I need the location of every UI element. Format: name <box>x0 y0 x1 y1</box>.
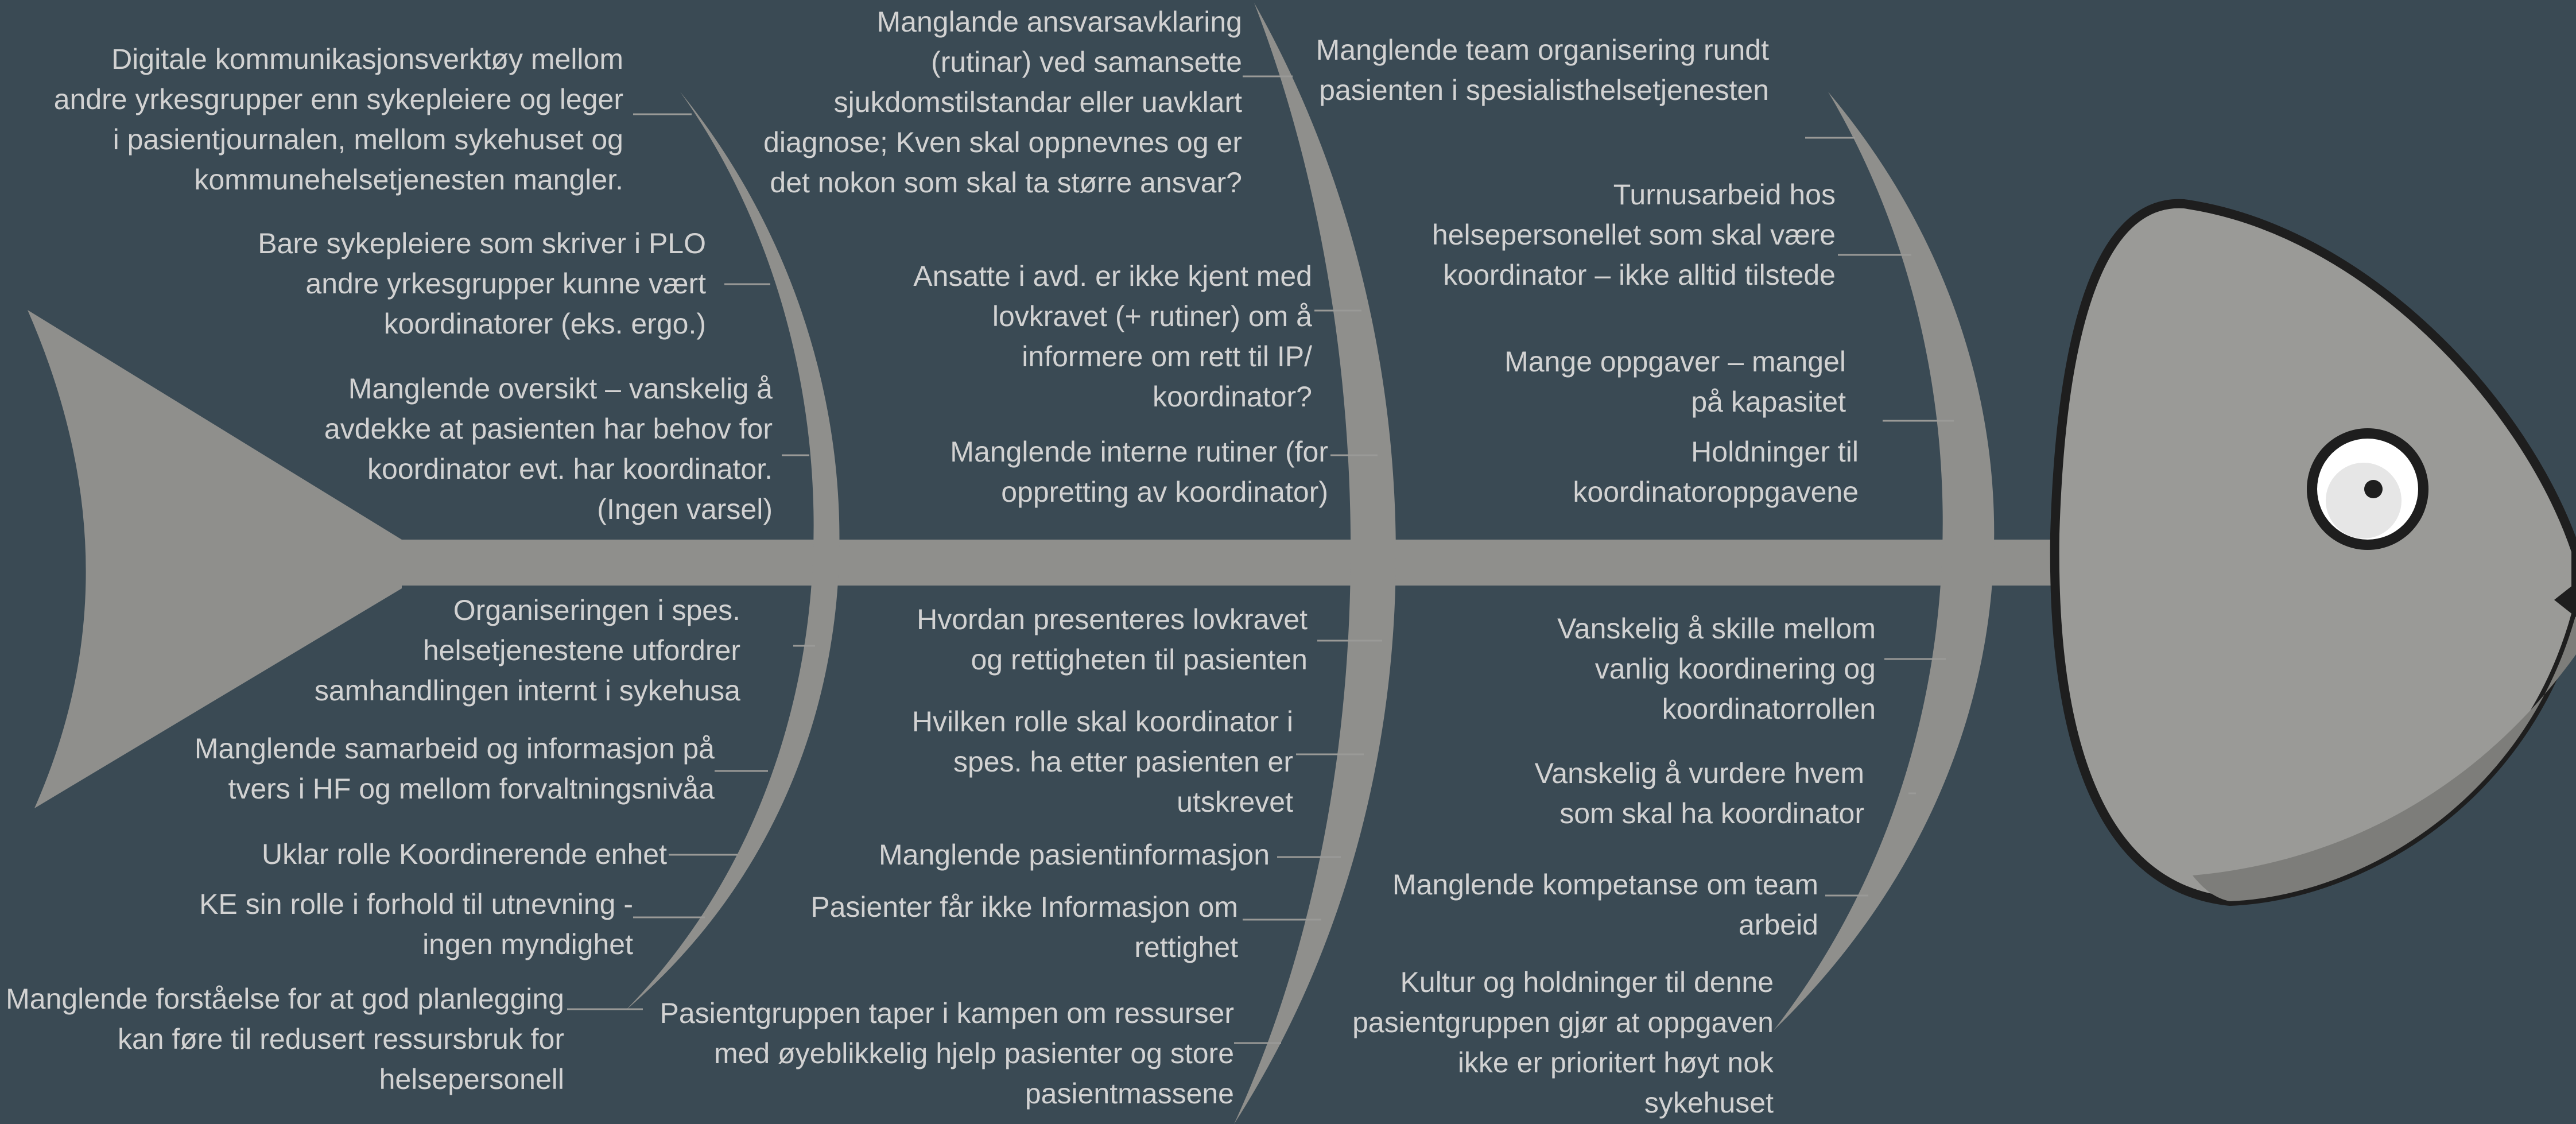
cause-label-13: Hvilken rolle skal koordinator i spes. h… <box>911 706 1293 818</box>
cause-label-10: Ansatte i avd. er ikke kjent med lovkrav… <box>913 260 1312 413</box>
cause-label-17: Manglende team organisering rundt pasien… <box>1316 34 1769 106</box>
cause-label-24: Kultur og holdninger til denne pasientgr… <box>1352 966 1774 1119</box>
cause-label-12: Hvordan presenteres lovkravet og rettigh… <box>917 603 1308 676</box>
cause-label-21: Vanskelig å skille mellom vanlig koordin… <box>1557 613 1876 725</box>
cause-label-11: Manglende interne rutiner (for opprettin… <box>950 436 1328 508</box>
cause-label-14: Manglende pasientinformasjon <box>879 839 1270 871</box>
cause-label-18: Turnusarbeid hos helsepersonellet som sk… <box>1431 179 1836 291</box>
cause-label-16: Pasientgruppen taper i kampen om ressurs… <box>659 997 1234 1110</box>
cause-label-2: Bare sykepleiere som skriver i PLO andre… <box>258 227 706 340</box>
cause-label-3: Manglende oversikt – vanskelig å avdekke… <box>324 373 773 525</box>
fish-spine <box>396 540 2129 586</box>
fish-rib-3 <box>1774 92 1995 1030</box>
cause-label-20: Holdninger til koordinatoroppgavene <box>1573 436 1859 508</box>
fish-head <box>2050 199 2576 906</box>
cause-label-4: Organiseringen i spes. helsetjenestene u… <box>314 594 740 707</box>
fish-mouth <box>2554 583 2576 617</box>
cause-label-1: Digitale kommunikasjonsverktøy mellom an… <box>53 43 623 196</box>
connector-lines <box>567 75 1954 1044</box>
cause-label-7: KE sin rolle i forhold til utnevning - i… <box>199 888 633 960</box>
cause-label-19: Mange oppgaver – mangel på kapasitet <box>1504 346 1846 418</box>
cause-label-5: Manglende samarbeid og informasjon på tv… <box>194 732 715 805</box>
fish-pupil <box>2364 480 2383 498</box>
cause-label-6: Uklar rolle Koordinerende enhet <box>262 838 667 870</box>
fish-jaw-shade <box>2193 614 2576 901</box>
fish-tail <box>28 310 402 808</box>
cause-label-22: Vanskelig å vurdere hvem som skal ha koo… <box>1534 757 1864 830</box>
fish-rib-2 <box>1234 3 1396 1124</box>
cause-label-15: Pasienter får ikke Informasjon om rettig… <box>810 891 1238 963</box>
cause-label-9: Manglande ansvarsavklaring (rutinar) ved… <box>763 6 1242 199</box>
cause-label-8: Manglende forståelse for at god planlegg… <box>6 983 564 1095</box>
cause-label-23: Manglende kompetanse om team arbeid <box>1392 869 1818 941</box>
fish-eye-shade <box>2326 463 2402 538</box>
fish-rib-1 <box>626 92 840 1010</box>
